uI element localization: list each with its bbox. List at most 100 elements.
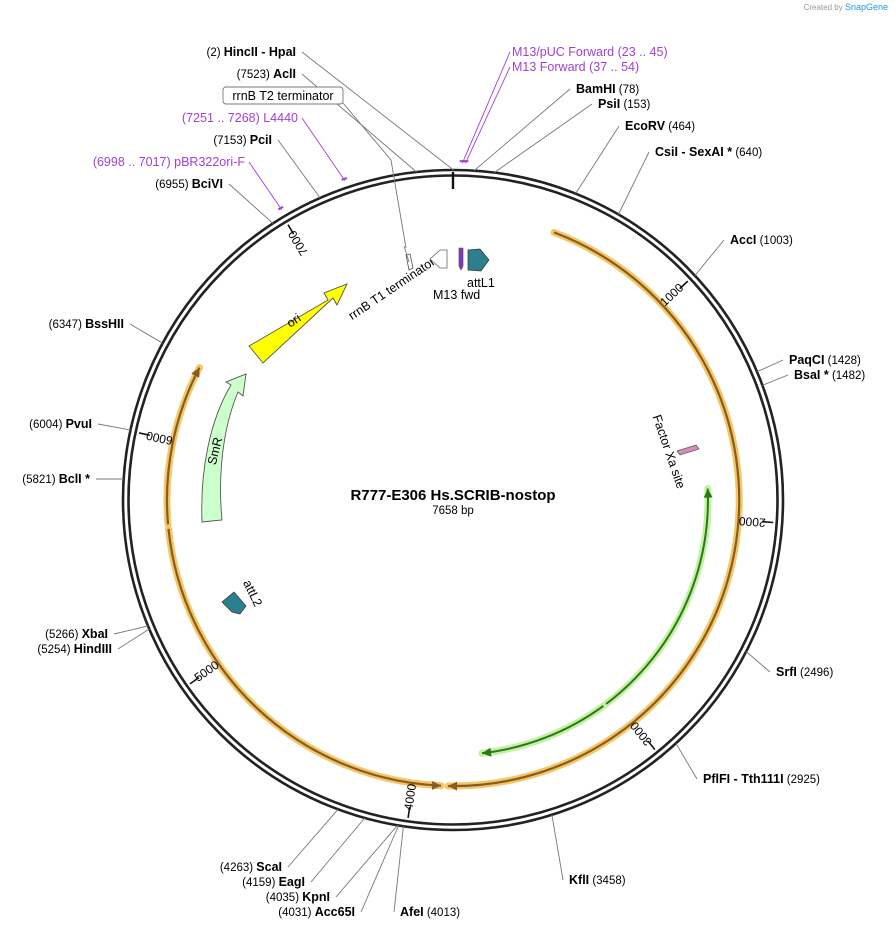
attl1-arrow[interactable] bbox=[467, 248, 490, 272]
site-hincii-hpai-pos: (2) bbox=[207, 47, 224, 59]
site-kfli-pos: (3458) bbox=[589, 875, 626, 887]
site-paqci[interactable]: PaqCI (1428) bbox=[756, 353, 861, 373]
site-acci-pos: (1003) bbox=[756, 235, 793, 247]
site-srfi[interactable]: SrfI (2496) bbox=[745, 651, 833, 680]
scrib-cds-glow bbox=[444, 228, 743, 790]
site-pflfi-tth111i-name: PflFI - Tth111I bbox=[703, 772, 784, 786]
site-srfi-text: SrfI (2496) bbox=[776, 665, 833, 679]
site-afei-text: AfeI (4013) bbox=[400, 905, 460, 919]
site-scai[interactable]: (4263) ScaI bbox=[220, 809, 339, 874]
ori-feature[interactable]: ori bbox=[248, 283, 348, 364]
site-scai-text: (4263) ScaI bbox=[220, 860, 282, 874]
snapgene-logo: SnapGene bbox=[844, 2, 888, 12]
insert-tail-glow bbox=[478, 702, 607, 757]
smr-feature[interactable]: SmR bbox=[201, 373, 247, 523]
primer-l4440-leader bbox=[301, 117, 346, 182]
rrnb-t2-callout[interactable]: rrnB T2 terminator bbox=[222, 86, 407, 249]
site-acli[interactable]: (7523) AclI bbox=[237, 67, 417, 173]
site-acc65i-leader bbox=[360, 825, 400, 913]
site-srfi-pos: (2496) bbox=[797, 667, 834, 679]
site-pflfi-tth111i[interactable]: PflFI - Tth111I (2925) bbox=[675, 743, 820, 786]
site-csii-sexai-pos: (640) bbox=[732, 147, 762, 159]
factor-xa-marker[interactable] bbox=[676, 444, 700, 456]
site-pvui-text: (6004) PvuI bbox=[29, 417, 92, 431]
site-bsai[interactable]: BsaI * (1482) bbox=[762, 368, 865, 386]
site-kfli-name: KflI bbox=[569, 873, 589, 887]
primer-labels: M13/pUC Forward (23 .. 45)M13 Forward (3… bbox=[93, 45, 668, 211]
site-bsshii[interactable]: (6347) BssHII bbox=[49, 317, 163, 344]
site-bsshii-leader bbox=[129, 323, 163, 344]
site-ecorv-text: EcoRV (464) bbox=[625, 119, 695, 133]
attl1-feature[interactable]: attL1 bbox=[467, 248, 495, 290]
site-hindiii-text: (5254) HindIII bbox=[37, 642, 112, 656]
insert-tail-arc[interactable] bbox=[481, 705, 604, 755]
site-hindiii[interactable]: (5254) HindIII bbox=[37, 628, 150, 656]
rrnb-t2-box bbox=[222, 86, 344, 105]
site-pcii-name: PciI bbox=[250, 133, 272, 147]
m13-fwd-feature[interactable]: M13 fwd bbox=[433, 247, 480, 302]
ori-arrow[interactable] bbox=[248, 283, 348, 364]
site-kfli[interactable]: KflI (3458) bbox=[551, 814, 626, 887]
insert-tail-head bbox=[482, 747, 492, 757]
site-acci[interactable]: AccI (1003) bbox=[694, 233, 793, 276]
site-ecorv-pos: (464) bbox=[665, 121, 695, 133]
site-kpni-leader bbox=[335, 825, 398, 898]
site-bcli[interactable]: (5821) BclI * bbox=[22, 472, 124, 486]
site-csii-sexai-text: CsiI - SexAI * (640) bbox=[655, 145, 762, 159]
scrib-cds-arc[interactable] bbox=[448, 231, 741, 788]
site-ecorv[interactable]: EcoRV (464) bbox=[575, 119, 696, 194]
factor-xa-feature[interactable]: Factor Xa site bbox=[650, 413, 700, 491]
site-srfi-name: SrfI bbox=[776, 665, 797, 679]
attl2-feature[interactable]: attL2 bbox=[221, 578, 265, 615]
site-bcivi[interactable]: (6955) BciVI bbox=[155, 177, 274, 224]
tick-3000 bbox=[647, 740, 656, 751]
site-pflfi-tth111i-text: PflFI - Tth111I (2925) bbox=[703, 772, 820, 786]
site-pvui-name: PvuI bbox=[66, 417, 92, 431]
primer-m13-puc-forward[interactable]: M13/pUC Forward (23 .. 45) bbox=[459, 45, 668, 164]
site-bamhi[interactable]: BamHI (78) bbox=[473, 82, 639, 172]
primer-pbr322ori-f-range: (6998 .. 7017) bbox=[93, 155, 174, 169]
tick-7000 bbox=[287, 224, 295, 235]
rrnb-t1-feature[interactable]: rrnB T1 terminator bbox=[346, 245, 438, 323]
site-eagi-leader bbox=[310, 817, 366, 883]
site-ecorv-name: EcoRV bbox=[625, 119, 666, 133]
left-cds-upper-arc[interactable] bbox=[165, 367, 201, 525]
primer-l4440-name: L4440 bbox=[263, 111, 298, 125]
smr-arrow[interactable] bbox=[201, 373, 247, 523]
site-hincii-hpai[interactable]: (2) HincII - HpaI bbox=[207, 45, 454, 171]
site-paqci-leader bbox=[756, 359, 784, 373]
tick-1000 bbox=[679, 280, 689, 290]
site-acli-pos: (7523) bbox=[237, 69, 273, 81]
site-xbai-leader bbox=[113, 625, 149, 635]
promoter-arrow[interactable] bbox=[429, 249, 448, 269]
site-pvui[interactable]: (6004) PvuI bbox=[29, 417, 131, 431]
site-pcii[interactable]: (7153) PciI bbox=[213, 133, 321, 199]
site-bamhi-text: BamHI (78) bbox=[576, 82, 639, 96]
primer-l4440[interactable]: (7251 .. 7268) L4440 bbox=[182, 111, 348, 182]
site-pcii-pos: (7153) bbox=[213, 135, 249, 147]
site-psii[interactable]: PsiI (153) bbox=[494, 97, 650, 173]
primer-m13-forward[interactable]: M13 Forward (37 .. 54) bbox=[462, 60, 639, 164]
site-eagi[interactable]: (4159) EagI bbox=[242, 817, 366, 889]
site-acc65i[interactable]: (4031) Acc65I bbox=[278, 825, 400, 920]
site-kpni[interactable]: (4035) KpnI bbox=[266, 825, 398, 904]
site-csii-sexai[interactable]: CsiI - SexAI * (640) bbox=[617, 145, 762, 215]
restriction-site-labels: (2) HincII - HpaI(7523) AclI BamHI (78)Ps… bbox=[22, 45, 865, 919]
primer-pbr322ori-f[interactable]: (6998 .. 7017) pBR322ori-F bbox=[93, 155, 284, 211]
tick-2000 bbox=[762, 520, 774, 524]
site-acci-name: AccI bbox=[730, 233, 756, 247]
m13-fwd-bar[interactable] bbox=[458, 247, 464, 271]
site-bamhi-pos: (78) bbox=[616, 84, 640, 96]
m13-fwd-label: M13 fwd bbox=[433, 288, 480, 302]
left-cds-lower-arc[interactable] bbox=[167, 528, 442, 787]
site-bamhi-name: BamHI bbox=[576, 82, 616, 96]
attl2-arrow[interactable] bbox=[221, 591, 247, 615]
site-csii-sexai-leader bbox=[617, 151, 650, 215]
outer-feature-arcs bbox=[163, 228, 743, 791]
rrnb-t2-label: rrnB T2 terminator bbox=[232, 89, 333, 103]
site-kfli-text: KflI (3458) bbox=[569, 873, 626, 887]
site-xbai[interactable]: (5266) XbaI bbox=[45, 625, 149, 641]
site-afei[interactable]: AfeI (4013) bbox=[393, 826, 460, 919]
